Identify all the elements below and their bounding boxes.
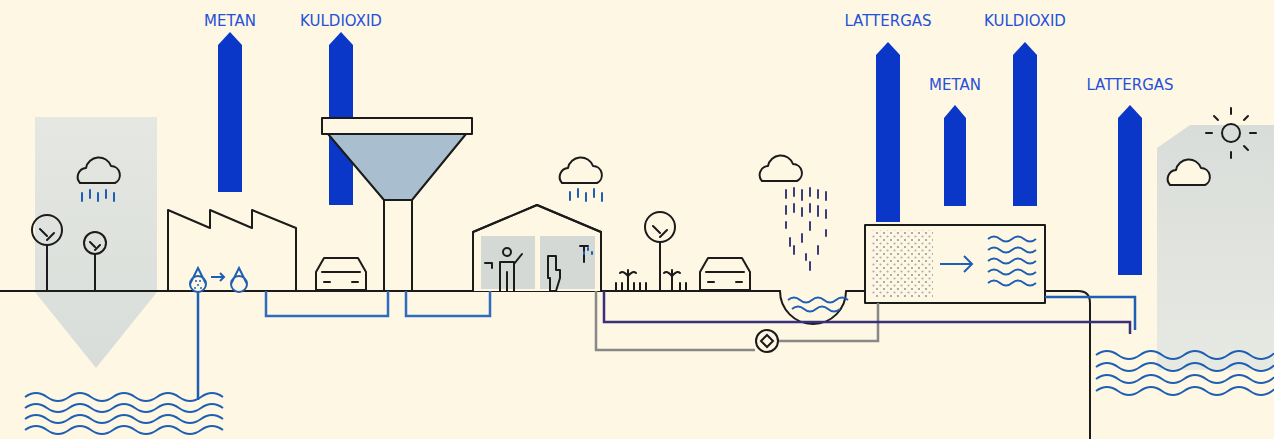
gas-label: KULDIOXID <box>300 12 382 30</box>
gas-label: METAN <box>929 76 981 94</box>
gas-label: KULDIOXID <box>984 12 1066 30</box>
gas-label: LATTERGAS <box>1086 76 1173 94</box>
gas-label: LATTERGAS <box>844 12 931 30</box>
gas-label: METAN <box>204 12 256 30</box>
